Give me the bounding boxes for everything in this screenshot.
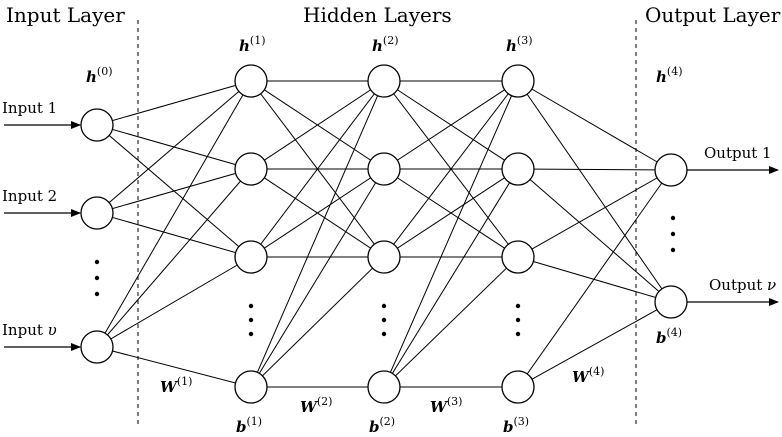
edge-hidden1-3-hidden2-1	[250, 168, 385, 388]
edge-input-1-hidden1-1	[96, 168, 252, 214]
hidden3-node-1	[501, 152, 535, 186]
edge-hidden2-3-hidden3-2	[383, 256, 519, 388]
hidden2-node-0	[367, 64, 401, 98]
hidden2-ellipsis-dot-2	[381, 331, 387, 337]
hidden3-ellipsis-dot-1	[515, 317, 521, 323]
edge-hidden3-0-output-0	[517, 80, 672, 171]
edge-hidden3-1-output-0	[517, 168, 672, 171]
input-node-2	[80, 330, 114, 364]
hidden2-ellipsis-dot-0	[381, 303, 387, 309]
input-label-1: Input 1	[2, 99, 57, 117]
h0-label: h(0)	[86, 65, 113, 86]
output-ellipsis-dot-1	[670, 231, 676, 237]
edge-input-2-hidden1-0	[96, 80, 252, 348]
io-arrows	[4, 121, 779, 351]
h2-label: h(2)	[372, 34, 399, 55]
output-node-0	[654, 153, 688, 187]
connection-edges	[96, 80, 672, 388]
hidden3-node-3	[501, 370, 535, 404]
edge-hidden2-3-hidden3-0	[383, 80, 519, 388]
edge-hidden2-1-hidden3-0	[383, 80, 519, 170]
edge-input-0-hidden1-0	[96, 80, 252, 126]
edge-hidden3-3-output-0	[517, 169, 672, 388]
b4-label: b(4)	[656, 326, 682, 347]
b2-label: b(2)	[369, 415, 395, 436]
input-node-1	[80, 196, 114, 230]
w3-label: W(3)	[430, 395, 462, 416]
hidden2-node-2	[367, 240, 401, 274]
hidden2-node-3	[367, 370, 401, 404]
edge-input-v-bias1	[96, 346, 252, 388]
input-layer-header: Input Layer	[6, 3, 125, 27]
hidden1-node-2	[234, 240, 268, 274]
edge-input-1-hidden1-2	[96, 212, 252, 258]
input-node-0	[80, 108, 114, 142]
w4-label: W(4)	[572, 365, 604, 386]
h4-label: h(4)	[656, 65, 683, 86]
edge-hidden2-2-hidden3-1	[383, 168, 519, 258]
output-layer-header: Output Layer	[645, 3, 781, 27]
b3-label: b(3)	[503, 415, 529, 436]
neuron-nodes	[80, 64, 688, 404]
hidden1-node-1	[234, 152, 268, 186]
hidden1-ellipsis-dot-2	[248, 331, 254, 337]
h1-label: h(1)	[239, 34, 266, 55]
edge-hidden3-3-output-1	[517, 301, 672, 388]
hidden-layers-header: Hidden Layers	[303, 3, 452, 27]
hidden2-node-1	[367, 152, 401, 186]
edge-hidden1-3-hidden2-2	[250, 256, 385, 388]
hidden1-node-3	[234, 370, 268, 404]
edge-input-2-hidden1-2	[96, 256, 252, 348]
edge-hidden3-0-output-1	[517, 80, 672, 303]
input-ellipsis-dot-1	[94, 275, 100, 281]
hidden3-node-2	[501, 240, 535, 274]
hidden1-node-0	[234, 64, 268, 98]
hidden1-ellipsis-dot-0	[248, 303, 254, 309]
edge-hidden3-2-output-1	[517, 256, 672, 303]
edge-hidden1-2-hidden2-0	[250, 80, 385, 258]
output-label-1: Output 1	[704, 144, 772, 162]
edge-hidden1-2-hidden2-1	[250, 168, 385, 258]
input-label-2: Input 2	[2, 187, 57, 205]
edge-hidden3-1-output-1	[517, 168, 672, 303]
h3-label: h(3)	[506, 34, 533, 55]
hidden3-ellipsis-dot-0	[515, 303, 521, 309]
hidden2-ellipsis-dot-1	[381, 317, 387, 323]
edge-hidden3-2-output-0	[517, 169, 672, 258]
w1-label: W(1)	[160, 375, 192, 396]
edge-hidden2-2-hidden3-0	[383, 80, 519, 258]
edge-hidden1-1-hidden2-0	[250, 80, 385, 170]
ellipsis-dots	[94, 215, 676, 337]
input-ellipsis-dot-2	[94, 291, 100, 297]
input-label-v: Input υ	[2, 321, 57, 339]
output-ellipsis-dot-2	[670, 247, 676, 253]
hidden3-node-0	[501, 64, 535, 98]
output-node-1	[654, 285, 688, 319]
w2-label: W(2)	[300, 395, 332, 416]
output-ellipsis-dot-0	[670, 215, 676, 221]
b1-label: b(1)	[236, 415, 262, 436]
edge-hidden2-3-hidden3-1	[383, 168, 519, 388]
edge-hidden1-3-hidden2-0	[250, 80, 385, 388]
edge-input-1-hidden1-0	[96, 80, 252, 214]
edge-input-2-hidden1-1	[96, 168, 252, 348]
output-label-v: Output ν	[709, 276, 776, 294]
hidden1-ellipsis-dot-1	[248, 317, 254, 323]
input-ellipsis-dot-0	[94, 259, 100, 265]
hidden3-ellipsis-dot-2	[515, 331, 521, 337]
